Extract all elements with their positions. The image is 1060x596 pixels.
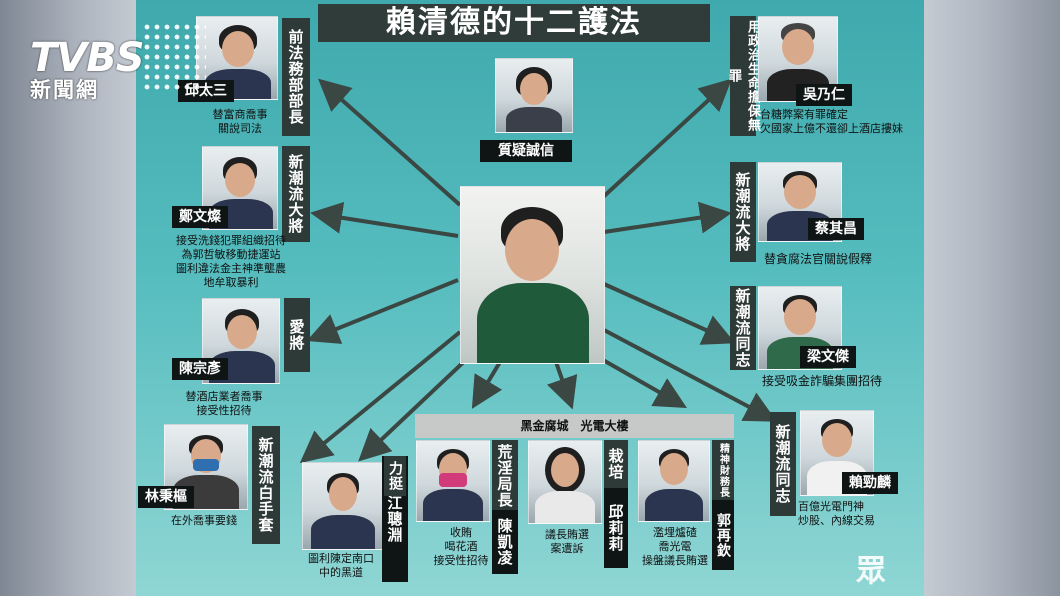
lai-jl-label: 新潮流同志: [770, 412, 796, 516]
chen-zy-desc: 替酒店業者喬事 接受性招待: [185, 390, 263, 417]
chen-kl-label: 荒淫局長: [492, 440, 518, 512]
left-background-panel: [0, 0, 136, 596]
arrow-to-qiu-ll: [546, 361, 578, 410]
lai-jl-name: 賴勁麟: [842, 472, 898, 494]
diagram-title: 賴清德的十二護法: [318, 4, 710, 42]
arrow-to-cai: [603, 201, 732, 234]
guo-name: 郭再欽: [712, 500, 734, 570]
guo-photo: [638, 440, 710, 522]
arrow-to-lai-jl: [603, 328, 778, 422]
lai-jl-desc: 百億光電門神 炒股、內線交易: [798, 500, 875, 527]
wu-name: 吳乃仁: [796, 84, 852, 106]
qiu-ll-name: 邱莉莉: [604, 488, 628, 568]
chen-kl-photo: [416, 440, 490, 522]
arrow-to-qiu: [318, 78, 462, 207]
arrow-to-lin: [299, 330, 462, 464]
tsai-photo: [495, 58, 573, 133]
zheng-name: 鄭文燦: [172, 206, 228, 228]
wu-label: 用政治生命擔保無罪: [726, 16, 760, 136]
logo-dot-pattern: [142, 22, 206, 92]
gray-bar-label: 黑金腐城 光電大樓: [415, 414, 734, 438]
lin-photo: [164, 424, 248, 510]
wu-desc: 台糖弊案有罪確定 欠國家上億不還卻上酒店摟妹: [760, 108, 903, 135]
qiu-ll-photo: [528, 440, 602, 524]
jiang-label: 力挺: [384, 456, 406, 496]
cai-desc: 替貪腐法官關說假釋: [764, 252, 873, 266]
qiu-label: 前法務部部長: [282, 18, 310, 136]
cai-name: 蔡其昌: [808, 218, 864, 240]
tsai-caption: 質疑誠信: [480, 140, 572, 162]
lin-name: 林秉樞: [138, 486, 194, 508]
guo-desc: 濫埋爐碴 喬光電 操盤議長賄選: [642, 526, 708, 567]
logo-subtitle: 新聞網: [30, 78, 99, 102]
arrow-to-wu: [600, 78, 732, 200]
chen-zy-label: 愛將: [284, 298, 310, 372]
diagram-board: 賴清德的十二護法 質疑誠信: [136, 0, 924, 596]
qiu-ll-label: 栽培: [604, 440, 628, 488]
right-background-panel: [924, 0, 1060, 596]
jiang-desc: 圖利陳定南口 中的黑道: [308, 552, 374, 579]
watermark-logo: 眾: [856, 554, 886, 589]
arrow-to-guo: [595, 354, 687, 408]
tvbs-logo: TVBS 新聞網: [30, 35, 145, 102]
qiu-ll-desc: 議長賄選 案遭訴: [545, 528, 589, 555]
zheng-desc: 接受洗錢犯罪組織招待 為郭哲敏移動捷運站 圖利違法金主神準壟農 地牟取暴利: [176, 234, 286, 289]
lai-center-photo: [460, 186, 605, 364]
arrow-to-chen-zy: [306, 278, 459, 344]
guo-label: 精神財務長: [712, 440, 734, 500]
chen-kl-name: 陳凱凌: [492, 510, 518, 574]
jiang-photo: [302, 462, 384, 550]
liang-label: 新潮流同志: [730, 286, 756, 370]
arrow-layer: [299, 78, 778, 464]
zheng-label: 新潮流大將: [282, 146, 310, 242]
lin-desc: 在外喬事要錢: [171, 514, 237, 527]
qiu-desc: 替富商喬事 關說司法: [212, 108, 268, 135]
arrow-to-jiang: [358, 354, 472, 462]
arrow-to-zheng: [310, 201, 459, 238]
chen-zy-name: 陳宗彥: [172, 358, 228, 380]
lin-label: 新潮流白手套: [252, 426, 280, 544]
chen-kl-desc: 收賄 喝花酒 接受性招待: [433, 526, 489, 567]
zheng-photo: [202, 146, 278, 230]
cai-label: 新潮流大將: [730, 162, 756, 262]
liang-desc: 接受吸金詐騙集團招待: [762, 374, 883, 388]
lai-jl-photo: [800, 410, 874, 496]
logo-brand: TVBS: [30, 35, 145, 81]
arrow-to-liang: [603, 282, 736, 345]
arrow-to-chen-kl: [471, 360, 503, 409]
liang-name: 梁文傑: [800, 346, 856, 368]
